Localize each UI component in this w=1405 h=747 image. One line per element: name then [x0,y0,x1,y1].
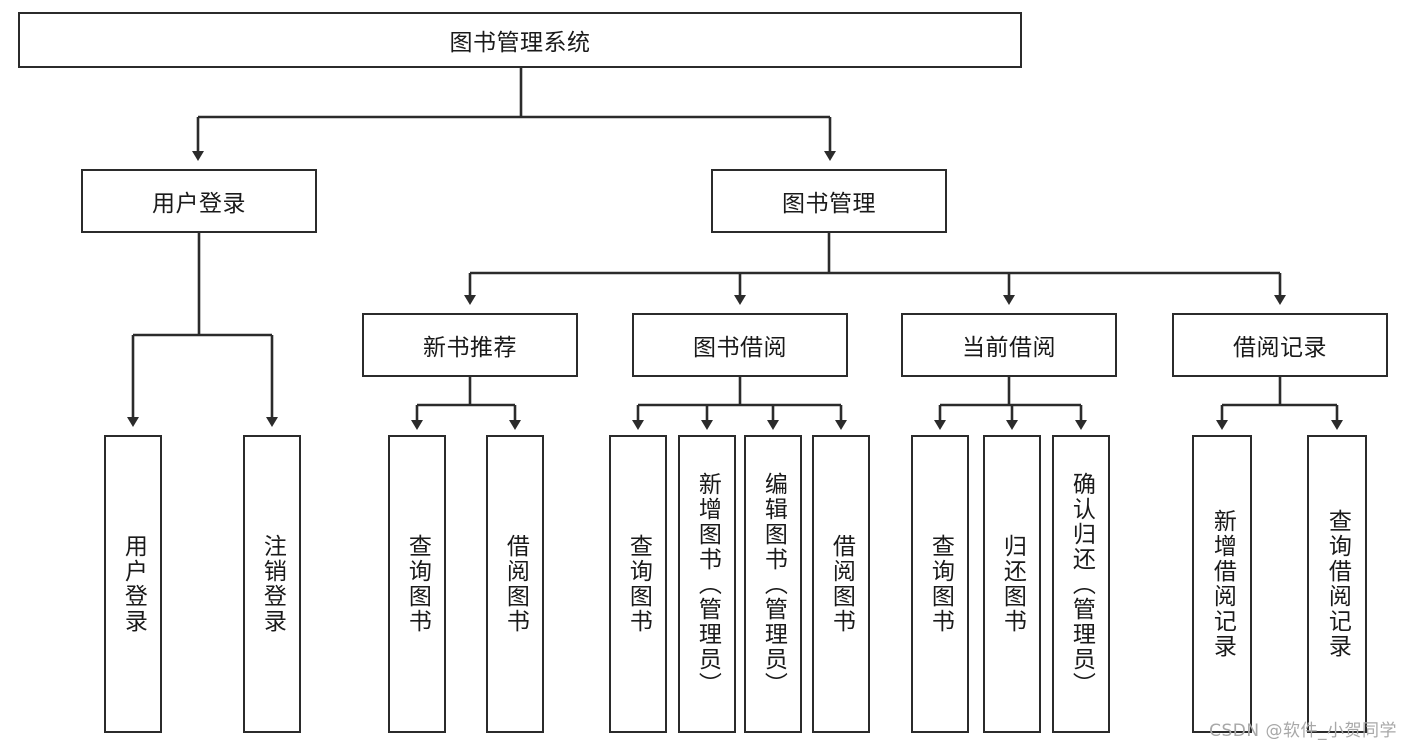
leaf-user-login-label: 用户登录 [120,534,147,634]
node-user-login-label: 用户登录 [152,191,246,217]
leaf-edit-book[interactable]: 编辑图书（管理员） [744,435,802,733]
leaf-query-book-1[interactable]: 查询图书 [388,435,446,733]
leaf-borrow-book-1-label: 借阅图书 [502,534,529,634]
leaf-borrow-book-2[interactable]: 借阅图书 [812,435,870,733]
node-book-manage[interactable]: 图书管理 [711,169,947,233]
leaf-add-record[interactable]: 新增借阅记录 [1192,435,1252,733]
node-book-manage-label: 图书管理 [782,191,876,217]
leaf-confirm-return[interactable]: 确认归还（管理员） [1052,435,1110,733]
node-current-borrow-label: 当前借阅 [962,335,1056,361]
leaf-query-book-2[interactable]: 查询图书 [609,435,667,733]
node-user-login[interactable]: 用户登录 [81,169,317,233]
leaf-logout[interactable]: 注销登录 [243,435,301,733]
leaf-return-book-label: 归还图书 [999,534,1026,634]
leaf-query-book-3-label: 查询图书 [927,534,954,634]
node-borrow-record[interactable]: 借阅记录 [1172,313,1388,377]
leaf-query-book-1-label: 查询图书 [404,534,431,634]
leaf-logout-label: 注销登录 [259,534,286,634]
leaf-query-record[interactable]: 查询借阅记录 [1307,435,1367,733]
watermark: CSDN @软件_小贺同学 [1209,721,1397,741]
leaf-borrow-book-2-label: 借阅图书 [828,534,855,634]
node-root[interactable]: 图书管理系统 [18,12,1022,68]
leaf-add-book-label: 新增图书（管理员） [694,471,721,697]
node-new-book-rec[interactable]: 新书推荐 [362,313,578,377]
node-new-book-rec-label: 新书推荐 [423,335,517,361]
leaf-add-record-label: 新增借阅记录 [1209,509,1236,659]
leaf-add-book[interactable]: 新增图书（管理员） [678,435,736,733]
leaf-query-book-2-label: 查询图书 [625,534,652,634]
node-current-borrow[interactable]: 当前借阅 [901,313,1117,377]
node-root-label: 图书管理系统 [449,30,591,56]
leaf-borrow-book-1[interactable]: 借阅图书 [486,435,544,733]
node-book-borrow[interactable]: 图书借阅 [632,313,848,377]
leaf-query-record-label: 查询借阅记录 [1324,509,1351,659]
leaf-user-login[interactable]: 用户登录 [104,435,162,733]
node-borrow-record-label: 借阅记录 [1233,335,1327,361]
leaf-return-book[interactable]: 归还图书 [983,435,1041,733]
leaf-confirm-return-label: 确认归还（管理员） [1068,471,1095,697]
leaf-query-book-3[interactable]: 查询图书 [911,435,969,733]
node-book-borrow-label: 图书借阅 [693,335,787,361]
leaf-edit-book-label: 编辑图书（管理员） [760,471,787,697]
